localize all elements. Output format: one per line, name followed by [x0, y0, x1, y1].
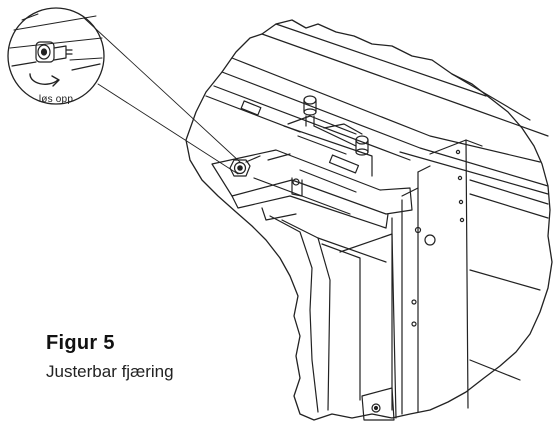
unscrew-arrow-icon [29, 73, 60, 87]
hinge-nut [229, 155, 261, 177]
vertical-column [391, 139, 483, 415]
right-wall [469, 179, 549, 381]
lid-bracket [211, 100, 413, 229]
torn-edge-outline [185, 19, 553, 421]
figure-caption: Justerbar fjæring [46, 362, 174, 381]
top-frame-rails [205, 23, 549, 195]
left-door-panel [269, 215, 397, 419]
bottom-hinge [361, 387, 395, 421]
callout-zoom [7, 7, 105, 105]
figure-title: Figur 5 [46, 332, 115, 354]
callout-label: løs opp [38, 94, 74, 105]
top-screws [291, 95, 369, 197]
callout-leader-lines [83, 17, 241, 175]
